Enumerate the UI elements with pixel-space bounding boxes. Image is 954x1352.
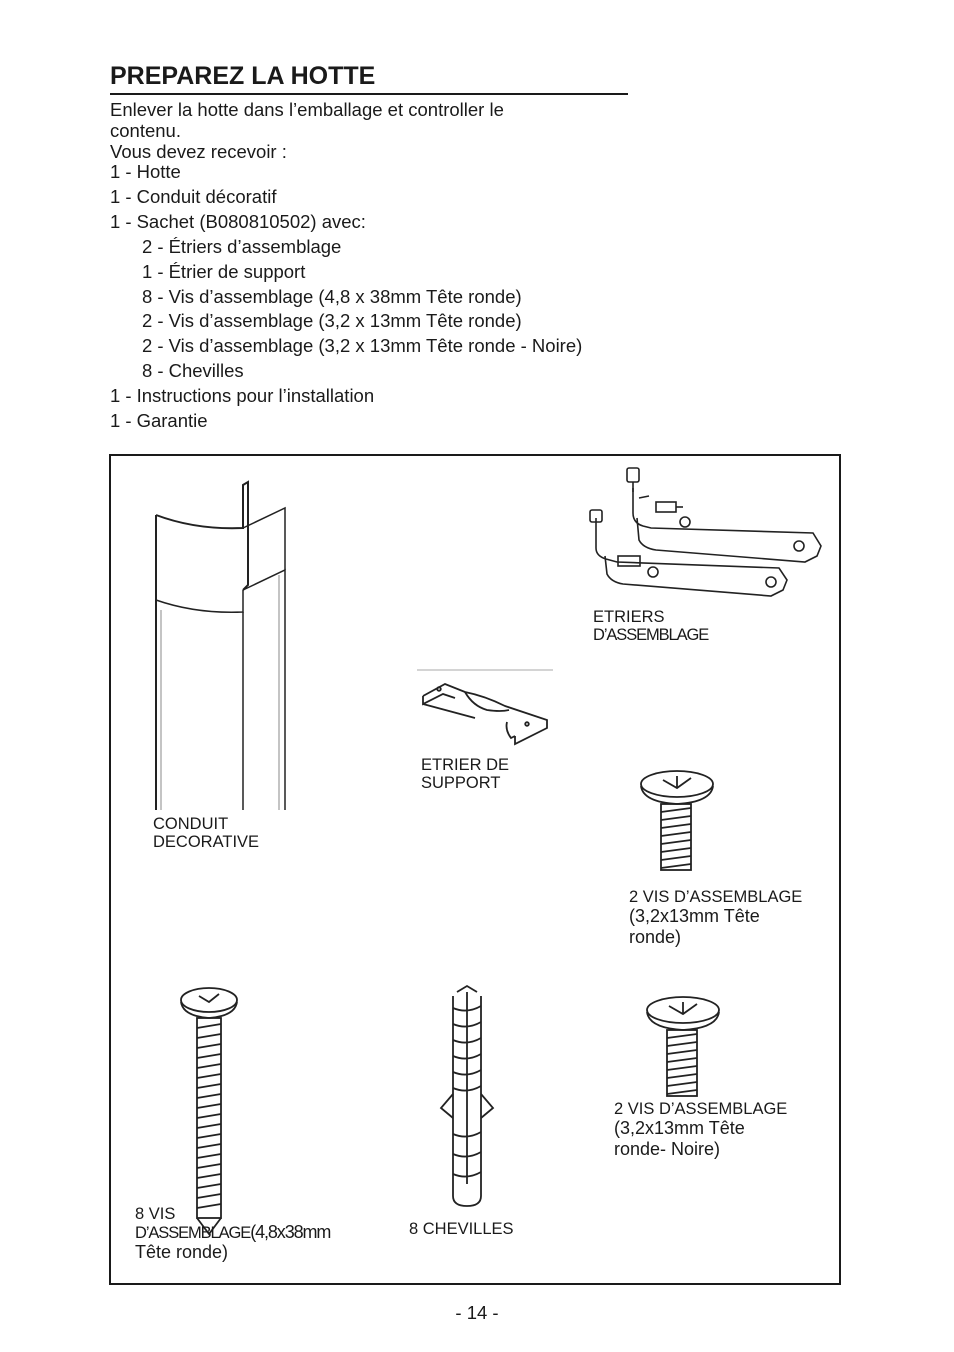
caption-line: CONDUIT: [153, 815, 229, 833]
list-item: 1 -Sachet (B080810502) avec:: [110, 210, 582, 235]
item-label: Garantie: [136, 410, 208, 432]
item-count: 1 -: [110, 185, 132, 207]
intro-line: Enlever la hotte dans l’emballage et con…: [110, 99, 504, 120]
list-subitem: 2 -Vis d’assemblage (3,2 x 13mm Tête ron…: [110, 309, 582, 334]
list-item: 1 -Instructions pour l’installation: [110, 384, 582, 409]
etriers-caption: ETRIERS D’ASSEMBLAGE: [593, 608, 709, 644]
caption-line: 2 VIS D’ASSEMBLAGE: [614, 1100, 788, 1118]
caption-line: ronde): [629, 927, 682, 947]
list-item: 1 -Garantie: [110, 409, 582, 434]
intro-line: Vous devez recevoir :: [110, 141, 287, 162]
contents-list: 1 -Hotte 1 -Conduit décoratif 1 -Sachet …: [110, 160, 582, 434]
list-subitem: 8 -Chevilles: [110, 359, 582, 384]
item-count: 8 -: [142, 360, 164, 382]
caption-line: (3,2x13mm Tête: [614, 1118, 745, 1138]
item-label: Étriers d’assemblage: [168, 235, 342, 257]
vis8-caption: 8 VIS D’ASSEMBLAGE(4,8x38mm Tête ronde): [135, 1205, 331, 1263]
caption-line: 2 VIS D’ASSEMBLAGE: [629, 888, 803, 906]
caption-line: 8 CHEVILLES: [409, 1220, 514, 1238]
parts-figure: ETRIERS D’ASSEMBLAGE ETRIER DE SUPPORT C…: [109, 454, 841, 1285]
item-label: Hotte: [136, 161, 181, 182]
list-subitem: 2 -Vis d’assemblage (3,2 x 13mm Tête ron…: [110, 334, 582, 359]
item-label: Vis d’assemblage (3,2 x 13mm Tête ronde): [168, 310, 522, 332]
item-count: 1 -: [110, 385, 132, 407]
caption-line: ETRIER DE: [421, 756, 510, 774]
caption-line: D’ASSEMBLAGE: [593, 626, 709, 644]
caption-line: ronde- Noire): [614, 1139, 721, 1159]
item-label: Conduit décoratif: [136, 185, 277, 207]
vis2n-caption: 2 VIS D’ASSEMBLAGE (3,2x13mm Tête ronde-…: [614, 1100, 787, 1160]
item-label: Vis d’assemblage (3,2 x 13mm Tête ronde …: [168, 335, 583, 357]
item-label: Vis d’assemblage (4,8 x 38mm Tête ronde): [168, 285, 522, 307]
page-number: - 14 -: [455, 1302, 499, 1323]
short-screw-illustration: [640, 770, 714, 871]
caption-line: ETRIERS: [593, 608, 665, 626]
list-item: 1 -Hotte: [110, 160, 582, 185]
item-count: 2 -: [142, 235, 164, 257]
list-subitem: 2 -Étriers d’assemblage: [110, 235, 582, 260]
page-title: PREPAREZ LA HOTTE: [110, 60, 628, 95]
support-caption: ETRIER DE SUPPORT: [421, 756, 509, 792]
item-label: Chevilles: [168, 360, 244, 382]
item-count: 1 -: [142, 260, 164, 282]
list-subitem: 8 -Vis d’assemblage (4,8 x 38mm Tête ron…: [110, 285, 582, 310]
item-label: Instructions pour l’installation: [136, 385, 375, 407]
caption-part: D’ASSEMBLAGE: [135, 1224, 251, 1242]
item-label: Sachet (B080810502) avec:: [136, 210, 366, 232]
caption-line: DECORATIVE: [153, 833, 260, 851]
item-count: 2 -: [142, 335, 164, 357]
vis2-caption: 2 VIS D’ASSEMBLAGE (3,2x13mm Tête ronde): [629, 888, 802, 948]
caption-line: D’ASSEMBLAGE(4,8x38mm: [135, 1222, 331, 1242]
long-screw-illustration: [180, 987, 238, 1236]
short-black-screw-illustration: [646, 996, 720, 1097]
item-count: 1 -: [110, 161, 132, 182]
item-count: 8 -: [142, 285, 164, 307]
wall-plug-illustration: [439, 984, 495, 1207]
caption-line: 8 VIS: [135, 1205, 176, 1223]
conduit-caption: CONDUIT DECORATIVE: [153, 815, 259, 851]
caption-line: (3,2x13mm Tête: [629, 906, 760, 926]
assembly-brackets-illustration: [589, 467, 822, 597]
caption-line: SUPPORT: [421, 774, 501, 792]
intro-line: contenu.: [110, 120, 181, 141]
list-item: 1 -Conduit décoratif: [110, 185, 582, 210]
caption-line: Tête ronde): [135, 1242, 229, 1262]
list-subitem: 1 -Étrier de support: [110, 260, 582, 285]
item-label: Étrier de support: [168, 260, 306, 282]
support-bracket-illustration: [417, 669, 553, 746]
caption-part: (4,8x38mm: [250, 1222, 331, 1242]
decorative-duct-illustration: [155, 480, 286, 810]
intro-text: Enlever la hotte dans l’emballage et con…: [110, 99, 630, 162]
chevilles-caption: 8 CHEVILLES: [409, 1220, 514, 1238]
item-count: 1 -: [110, 410, 132, 432]
item-count: 2 -: [142, 310, 164, 332]
item-count: 1 -: [110, 210, 132, 232]
